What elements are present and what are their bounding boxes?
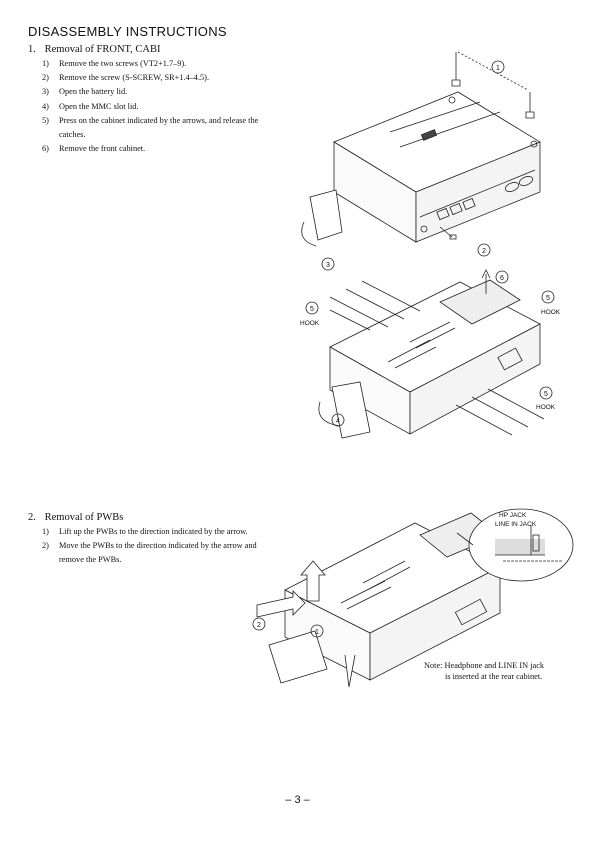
step-item: 1) Remove the two screws (VT2+1.7–9). [42,57,282,71]
step-text: Remove the screw (S-SCREW, SR+1.4–4.5). [59,73,210,83]
figure-front-cabinet-removal: 1 2 3 5 HOOK [290,42,580,442]
step-item: 2) Remove the screw (S-SCREW, SR+1.4–4.5)… [42,71,282,85]
step-number: 2) [42,73,49,83]
section-1-heading: 1. Removal of FRONT, CABI [28,44,161,55]
device-upper-illustration [301,51,541,247]
callout-2: 2 [482,248,486,255]
step-number: 6) [42,144,49,154]
step-item: 1) Lift up the PWBs to the direction indi… [42,525,282,539]
jack-inset [456,508,574,582]
step-text: Move the PWBs to the direction indicated… [59,541,257,565]
device-pwb-illustration [256,512,501,688]
step-number: 1) [42,527,49,536]
inset-label-line-in-jack: LINE IN JACK [495,521,537,528]
step-item: 2) Move the PWBs to the direction indicat… [42,539,282,567]
inset-label-hp-jack: HP JACK [499,512,527,519]
callout-1: 1 [496,65,500,72]
hook-label-left: HOOK [300,320,320,327]
callout-5-right-bottom: 5 [544,391,548,398]
page-number: – 3 – [285,794,310,806]
section-2-heading: 2. Removal of PWBs [28,512,123,523]
step-item: 3) Open the battery lid. [42,85,282,99]
step-text: Remove the two screws (VT2+1.7–9). [59,59,187,68]
jack-note: Note: Headphone and LINE IN jack is inse… [424,660,574,682]
step-item: 4) Open the MMC slot lid. [42,100,282,114]
step-number: 3) [42,87,49,97]
device-lower-illustration [318,269,545,439]
step-text: Open the battery lid. [59,87,128,97]
step-text: Remove the front cabinet. [59,144,146,154]
step-item: 6) Remove the front cabinet. [42,142,282,156]
hook-label-right-top: HOOK [541,309,561,316]
callout-2: 2 [257,622,261,629]
note-line-1: Headphone and LINE IN jack [444,661,545,670]
step-number: 5) [42,115,49,125]
note-prefix: Note: [424,661,443,670]
step-number: 4) [42,101,49,111]
section-2-number: 2. [28,512,36,523]
callout-1: 1 [315,629,319,636]
callout-4: 4 [336,418,340,425]
step-item: 5) Press on the cabinet indicated by the … [42,114,282,142]
hook-label-right-bottom: HOOK [536,404,556,411]
figure-pwb-removal: HP JACK LINE IN JACK 2 1 [245,505,575,690]
section-1-number: 1. [28,44,36,55]
step-text: Press on the cabinet indicated by the ar… [59,115,259,140]
step-text: Open the MMC slot lid. [59,101,139,111]
callout-5-left: 5 [310,306,314,313]
step-number: 1) [42,59,49,68]
step-text: Lift up the PWBs to the direction indica… [59,527,248,536]
step-number: 2) [42,541,49,551]
section-1-steps: 1) Remove the two screws (VT2+1.7–9). 2) R… [42,57,282,156]
section-2-title: Removal of PWBs [44,512,124,523]
section-2-steps: 1) Lift up the PWBs to the direction indi… [42,525,282,568]
callout-6: 6 [500,275,504,282]
note-line-2: is inserted at the rear cabinet. [445,672,543,681]
section-1-title: Removal of FRONT, CABI [44,44,161,55]
page-title: DISASSEMBLY INSTRUCTIONS [28,24,227,39]
callout-3: 3 [326,262,330,269]
callout-5-right-top: 5 [546,295,550,302]
